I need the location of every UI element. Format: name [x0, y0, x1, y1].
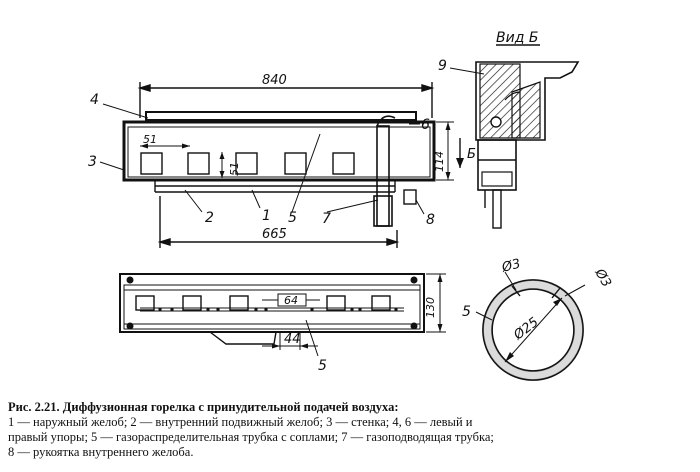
figure-caption: Рис. 2.21. Диффузионная горелка с принуд… [8, 400, 696, 460]
caption-line-2: правый упоры; 5 — газораспределительная … [8, 430, 494, 444]
caption-line-3: 8 — рукоятка внутреннего желоба. [8, 445, 194, 459]
dim-window-height: 51 [228, 162, 241, 176]
front-view [99, 82, 464, 248]
callout-5-plan: 5 [318, 358, 327, 374]
callout-4: 4 [90, 92, 99, 108]
callout-7: 7 [322, 211, 331, 227]
dim-nozzle-pitch: 44 [284, 332, 301, 347]
dim-window-width: 51 [143, 133, 157, 146]
dim-inner-length: 665 [262, 227, 287, 242]
dim-bottom-height: 130 [424, 297, 437, 318]
callout-9: 9 [438, 58, 447, 74]
callout-5: 5 [288, 210, 297, 226]
plan-view-nozzles [158, 307, 398, 312]
view-b [449, 44, 580, 229]
dim-nozzle-spacing: 64 [284, 294, 298, 307]
dim-hole-diameter-1: Ø3 [499, 257, 522, 277]
dim-overall-length: 840 [262, 73, 287, 88]
section-marker-b: Б [467, 147, 476, 162]
caption-line-1: 1 — наружный желоб; 2 — внутренний подви… [8, 415, 473, 429]
callout-2: 2 [205, 210, 214, 226]
dim-body-height: 114 [433, 151, 446, 172]
caption-title: Рис. 2.21. Диффузионная горелка с принуд… [8, 400, 399, 414]
callout-6: 6 [421, 117, 430, 133]
view-b-label: Вид Б [496, 30, 538, 46]
tube-section [475, 271, 586, 381]
callout-8: 8 [426, 212, 435, 228]
callout-5-tube: 5 [462, 304, 471, 320]
callout-3: 3 [88, 154, 97, 170]
plan-view [119, 273, 446, 357]
dim-hole-diameter-2: Ø3 [591, 266, 614, 290]
callout-1: 1 [262, 208, 271, 224]
dim-tube-diameter: Ø25 [510, 315, 541, 344]
